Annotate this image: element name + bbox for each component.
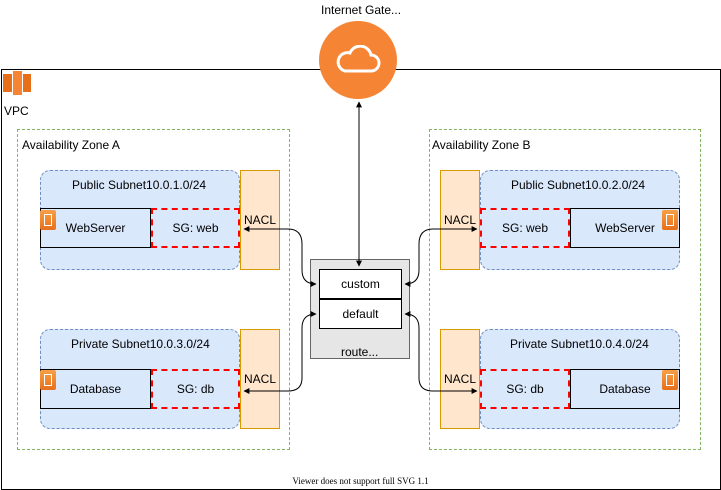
viewer-warning: Viewer does not support full SVG 1.1 bbox=[292, 476, 429, 486]
ec2-instance-icon bbox=[40, 370, 56, 390]
database-instance-b[interactable]: Database bbox=[570, 369, 680, 409]
availability-zone-a-label: Availability Zone A bbox=[22, 138, 120, 152]
ec2-instance-icon bbox=[662, 210, 678, 230]
route-table-label: route... bbox=[341, 345, 379, 359]
connector-route-nacl-private-b bbox=[404, 311, 478, 394]
route-default-row[interactable]: default bbox=[319, 299, 402, 329]
public-subnet-a-label: Public Subnet10.0.1.0/24 bbox=[72, 178, 207, 192]
public-subnet-b-label: Public Subnet10.0.2.0/24 bbox=[511, 178, 646, 192]
private-subnet-b-label: Private Subnet10.0.4.0/24 bbox=[510, 337, 649, 351]
availability-zone-a bbox=[17, 129, 290, 450]
connector-route-nacl-private-a bbox=[243, 311, 317, 394]
security-group-web-a[interactable]: SG: web bbox=[151, 208, 240, 248]
security-group-db-b[interactable]: SG: db bbox=[480, 369, 570, 409]
ec2-instance-icon bbox=[662, 370, 678, 390]
connector-route-nacl-public-a bbox=[243, 226, 317, 287]
cloud-icon bbox=[336, 45, 381, 73]
internet-gateway-label: Internet Gate... bbox=[321, 3, 402, 17]
ec2-instance-icon bbox=[40, 210, 56, 230]
vpc-icon bbox=[2, 70, 32, 96]
availability-zone-b-label: Availability Zone B bbox=[432, 138, 531, 152]
internet-gateway[interactable] bbox=[319, 21, 397, 99]
route-custom-row[interactable]: custom bbox=[319, 269, 402, 299]
private-subnet-a-label: Private Subnet10.0.3.0/24 bbox=[71, 337, 210, 351]
availability-zone-b bbox=[429, 129, 701, 450]
webserver-instance-b[interactable]: WebServer bbox=[570, 208, 680, 248]
security-group-web-b[interactable]: SG: web bbox=[480, 208, 570, 248]
webserver-instance-a[interactable]: WebServer bbox=[40, 208, 151, 248]
database-instance-a[interactable]: Database bbox=[40, 369, 151, 409]
vpc-label: VPC bbox=[4, 104, 29, 118]
connector-route-nacl-public-b bbox=[404, 226, 478, 287]
security-group-db-a[interactable]: SG: db bbox=[151, 369, 240, 409]
